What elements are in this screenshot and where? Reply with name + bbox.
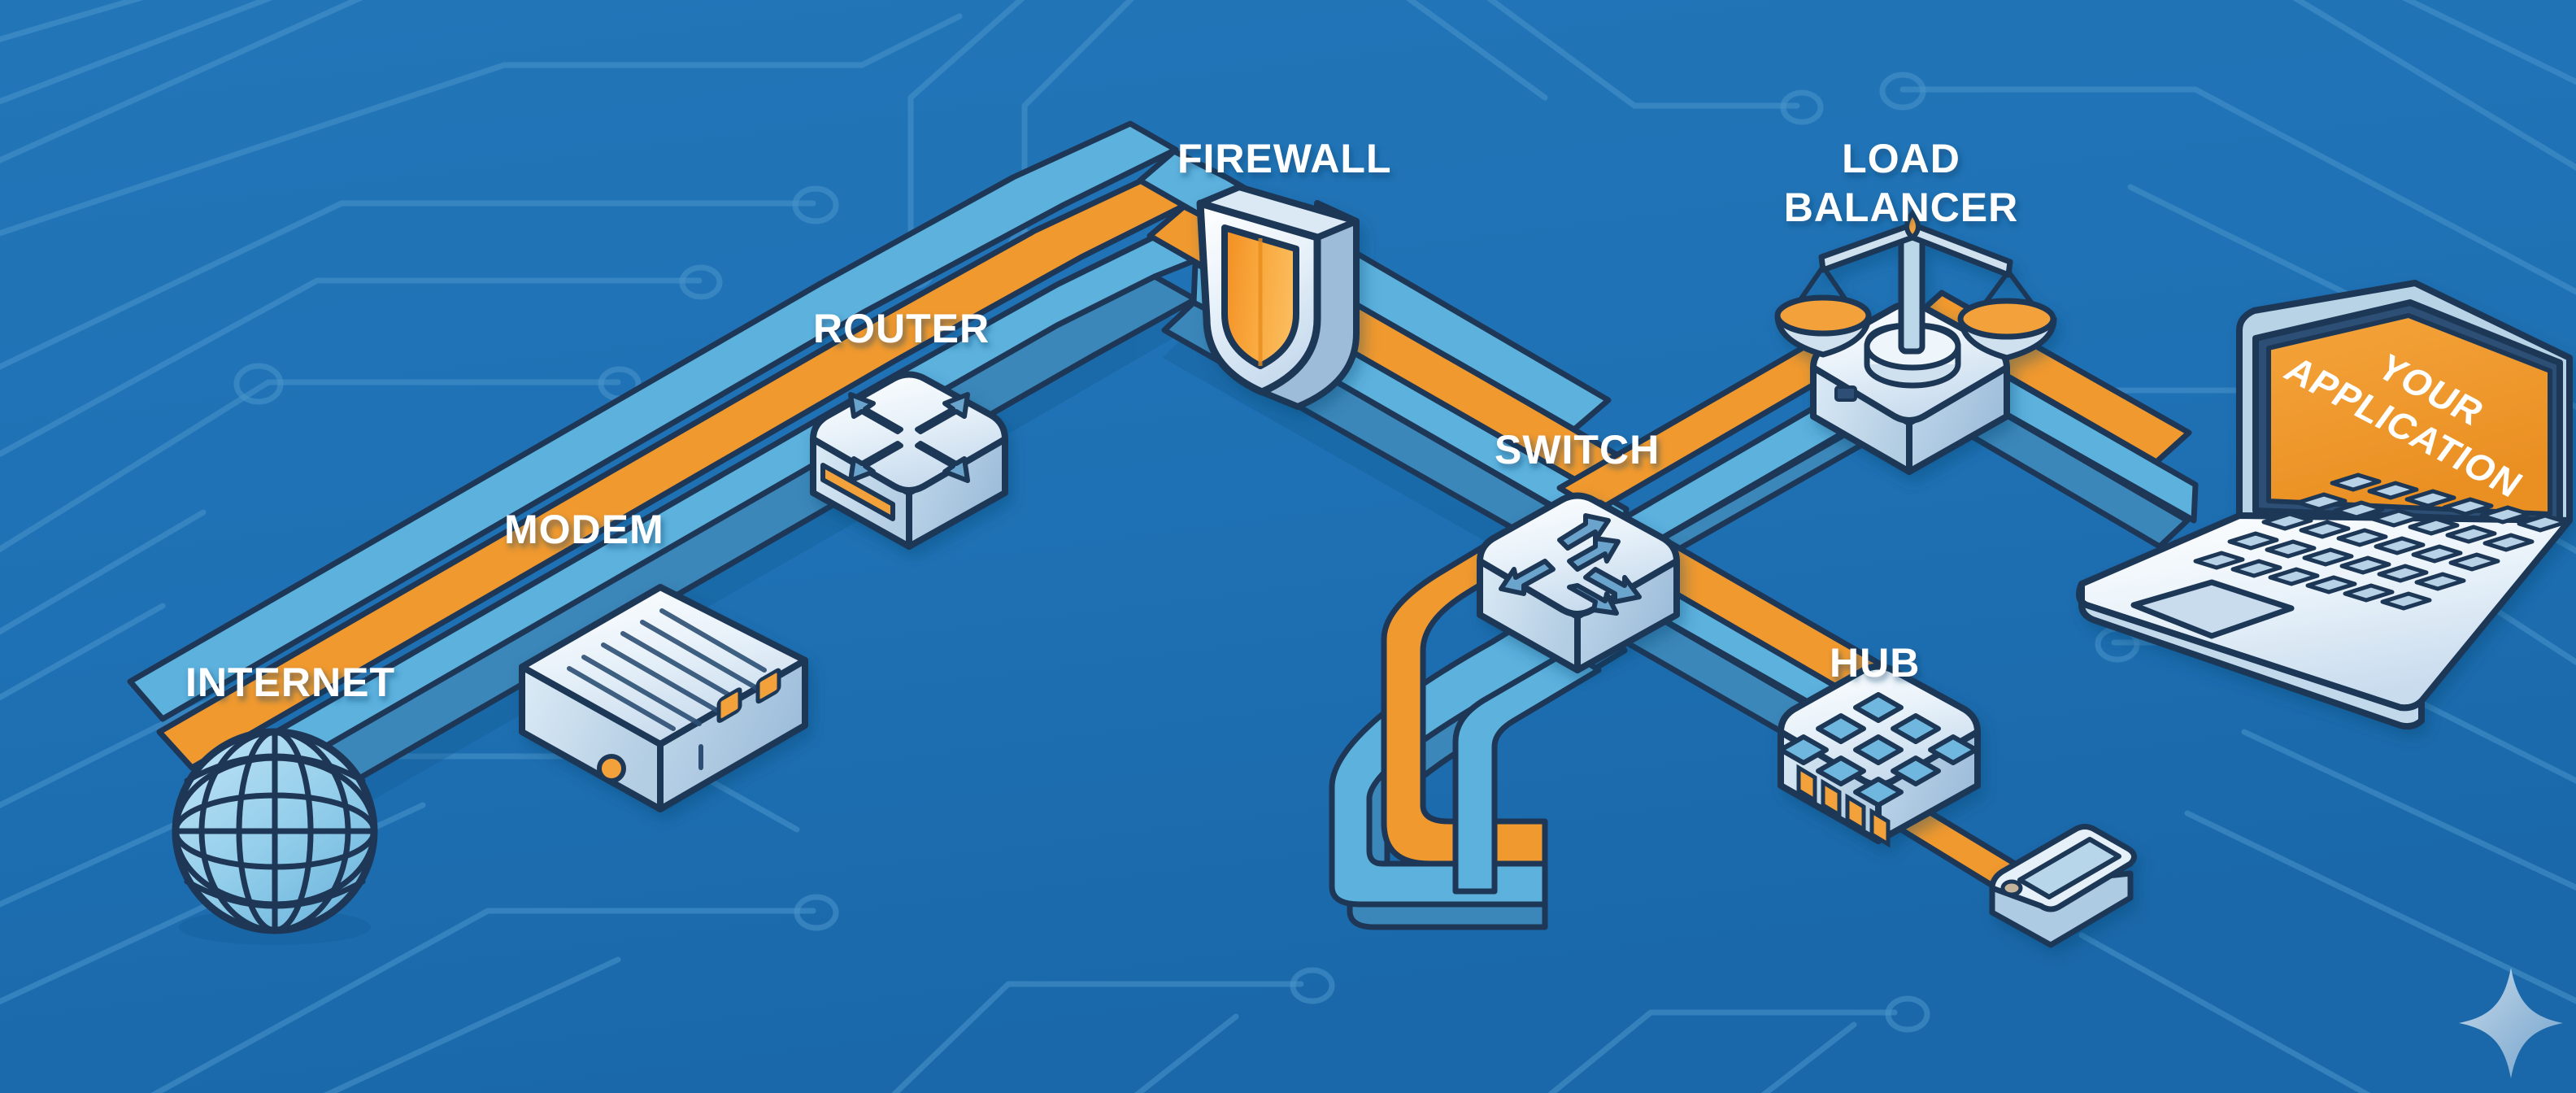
globe-icon[interactable] xyxy=(172,728,378,945)
laptop-icon[interactable]: YOUR APPLICATION xyxy=(2076,280,2573,730)
label-switch: SWITCH xyxy=(1495,427,1660,472)
sparkle-icon xyxy=(2459,968,2563,1078)
keyboard-row xyxy=(2193,551,2432,611)
switch-icon[interactable] xyxy=(1477,492,1680,673)
scales-icon[interactable] xyxy=(1774,209,2057,475)
label-internet: INTERNET xyxy=(185,660,395,705)
modem-icon[interactable] xyxy=(519,584,808,812)
label-load-balancer-line2: BALANCER xyxy=(1784,185,2019,230)
label-hub: HUB xyxy=(1830,640,1920,686)
keyboard-row xyxy=(2330,472,2569,533)
router-icon[interactable] xyxy=(810,371,1008,550)
label-load-balancer-line1: LOAD xyxy=(1842,136,1960,181)
hub-icon[interactable] xyxy=(1778,663,1981,848)
keyboard-row xyxy=(2227,531,2466,591)
shield-icon[interactable] xyxy=(1196,184,1360,410)
keyboard-row xyxy=(2261,512,2500,572)
label-modem: MODEM xyxy=(504,507,664,552)
node-labels: INTERNET MODEM ROUTER FIREWALL SWITCH LO… xyxy=(185,136,2019,705)
label-router: ROUTER xyxy=(813,306,990,351)
smartphone-icon[interactable] xyxy=(1989,824,2137,948)
keyboard-row xyxy=(2295,492,2535,552)
label-firewall: FIREWALL xyxy=(1177,136,1392,181)
